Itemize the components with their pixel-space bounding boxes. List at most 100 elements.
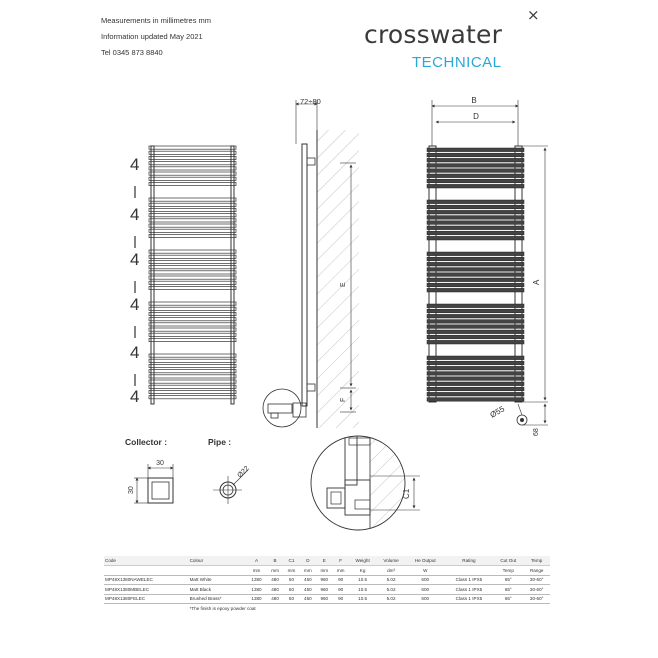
th-volume: Volume [376, 556, 406, 566]
front-tube [148, 150, 237, 155]
front-tube [148, 166, 237, 171]
front-tube [148, 327, 237, 332]
spec-table: Code Colour A B C1 D E F Weight Volume H… [104, 556, 550, 613]
front-tube [148, 228, 237, 233]
dim-d55: Ø55 [489, 404, 507, 420]
front-tube [148, 234, 237, 238]
right-tube [426, 173, 525, 178]
right-tube [426, 329, 525, 334]
table-cell: Class 1 IPX5 [444, 584, 494, 595]
table-cell: 50 [283, 594, 300, 604]
dim-72-80: 72÷80 [300, 97, 321, 106]
right-tube [426, 334, 525, 340]
front-tube [148, 338, 237, 342]
unit-cell: W [405, 565, 445, 576]
front-tube [148, 265, 237, 270]
front-tube [148, 218, 237, 223]
right-tube [426, 272, 525, 277]
table-note-row: *The finish is epoxy powder coat [104, 604, 550, 613]
spacing-label: 4 [130, 387, 139, 406]
dim-d: D [473, 112, 479, 121]
right-tube [426, 236, 525, 241]
right-tube [426, 204, 525, 210]
table-cell: Class 1 IPX5 [444, 575, 494, 585]
table-cell: 10.5 [348, 594, 377, 604]
table-cell: 10.5 [348, 575, 377, 585]
right-tube [426, 376, 525, 381]
right-tube [426, 168, 525, 173]
right-tube [426, 340, 525, 345]
spacing-label: 4 [130, 155, 139, 174]
table-cell: 450 [299, 584, 317, 595]
table-cell: Class 1 IPX5 [444, 594, 494, 604]
right-tube [426, 147, 525, 152]
table-cell: 480 [266, 594, 284, 604]
unit-cell: Kg [348, 565, 377, 576]
front-tube [148, 390, 237, 394]
th-output: He Output [405, 556, 445, 566]
brand-logo: crosswater [364, 20, 503, 49]
unit-cell: Temp [493, 565, 524, 576]
front-tube [148, 301, 237, 306]
right-tube [426, 256, 525, 262]
right-tube [426, 158, 525, 163]
front-tube [148, 270, 237, 275]
collector-detail: 30 30 [128, 460, 174, 504]
table-cell: 10.5 [348, 584, 377, 595]
th-f: F [332, 556, 349, 566]
table-header-row: Code Colour A B C1 D E F Weight Volume H… [104, 556, 550, 566]
table-cell: 30-60° [523, 575, 550, 585]
th-e: E [316, 556, 333, 566]
front-tube [148, 358, 237, 363]
right-tube [426, 251, 525, 256]
right-tube [426, 230, 525, 236]
th-a: A [246, 556, 267, 566]
right-tube [426, 381, 525, 386]
unit-cell: dm³ [376, 565, 406, 576]
unit-cell [188, 565, 247, 576]
right-tube [426, 288, 525, 293]
pipe-label: Pipe : [208, 437, 232, 447]
right-tube [426, 360, 525, 366]
table-cell: Matt Black [188, 584, 247, 595]
front-tube [148, 286, 237, 290]
right-tube [426, 366, 525, 371]
dim-c1: C1 [402, 488, 411, 499]
right-tube [426, 282, 525, 288]
dim-f: F [340, 398, 347, 402]
unit-cell: mm [332, 565, 349, 576]
front-tube [148, 332, 237, 337]
th-code: Code [104, 556, 189, 566]
table-cell: 480 [266, 584, 284, 595]
collector-width: 30 [156, 460, 164, 467]
table-cell: 450 [299, 594, 317, 604]
collector-height: 30 [128, 486, 135, 494]
table-cell: 600 [405, 584, 445, 595]
pipe-detail: Ø22 [213, 465, 251, 504]
right-tube [426, 178, 525, 184]
right-tube [426, 319, 525, 324]
table-cell: 600 [405, 594, 445, 604]
unit-cell: mm [266, 565, 284, 576]
table-cell: 5.02 [376, 575, 406, 585]
brand-subtitle: TECHNICAL [412, 54, 502, 71]
unit-cell: mm [316, 565, 333, 576]
table-cell: 90 [332, 575, 349, 585]
front-tube [148, 306, 237, 311]
finish-note: *The finish is epoxy powder coat [189, 605, 256, 611]
table-cell: MP48X1380FELEC [104, 594, 189, 604]
th-b: B [266, 556, 284, 566]
front-tube [148, 374, 237, 379]
table-cell: 1380 [246, 594, 267, 604]
spacing-label: 4 [130, 250, 139, 269]
table-cell: 960 [316, 594, 333, 604]
front-tube [148, 176, 237, 181]
table-cell: 30-60° [523, 584, 550, 595]
front-tube [148, 208, 237, 212]
th-cutout: Cut Out [493, 556, 524, 566]
th-temp: Temp [523, 556, 550, 566]
table-cell: 480 [266, 575, 284, 585]
right-tube [426, 220, 525, 225]
